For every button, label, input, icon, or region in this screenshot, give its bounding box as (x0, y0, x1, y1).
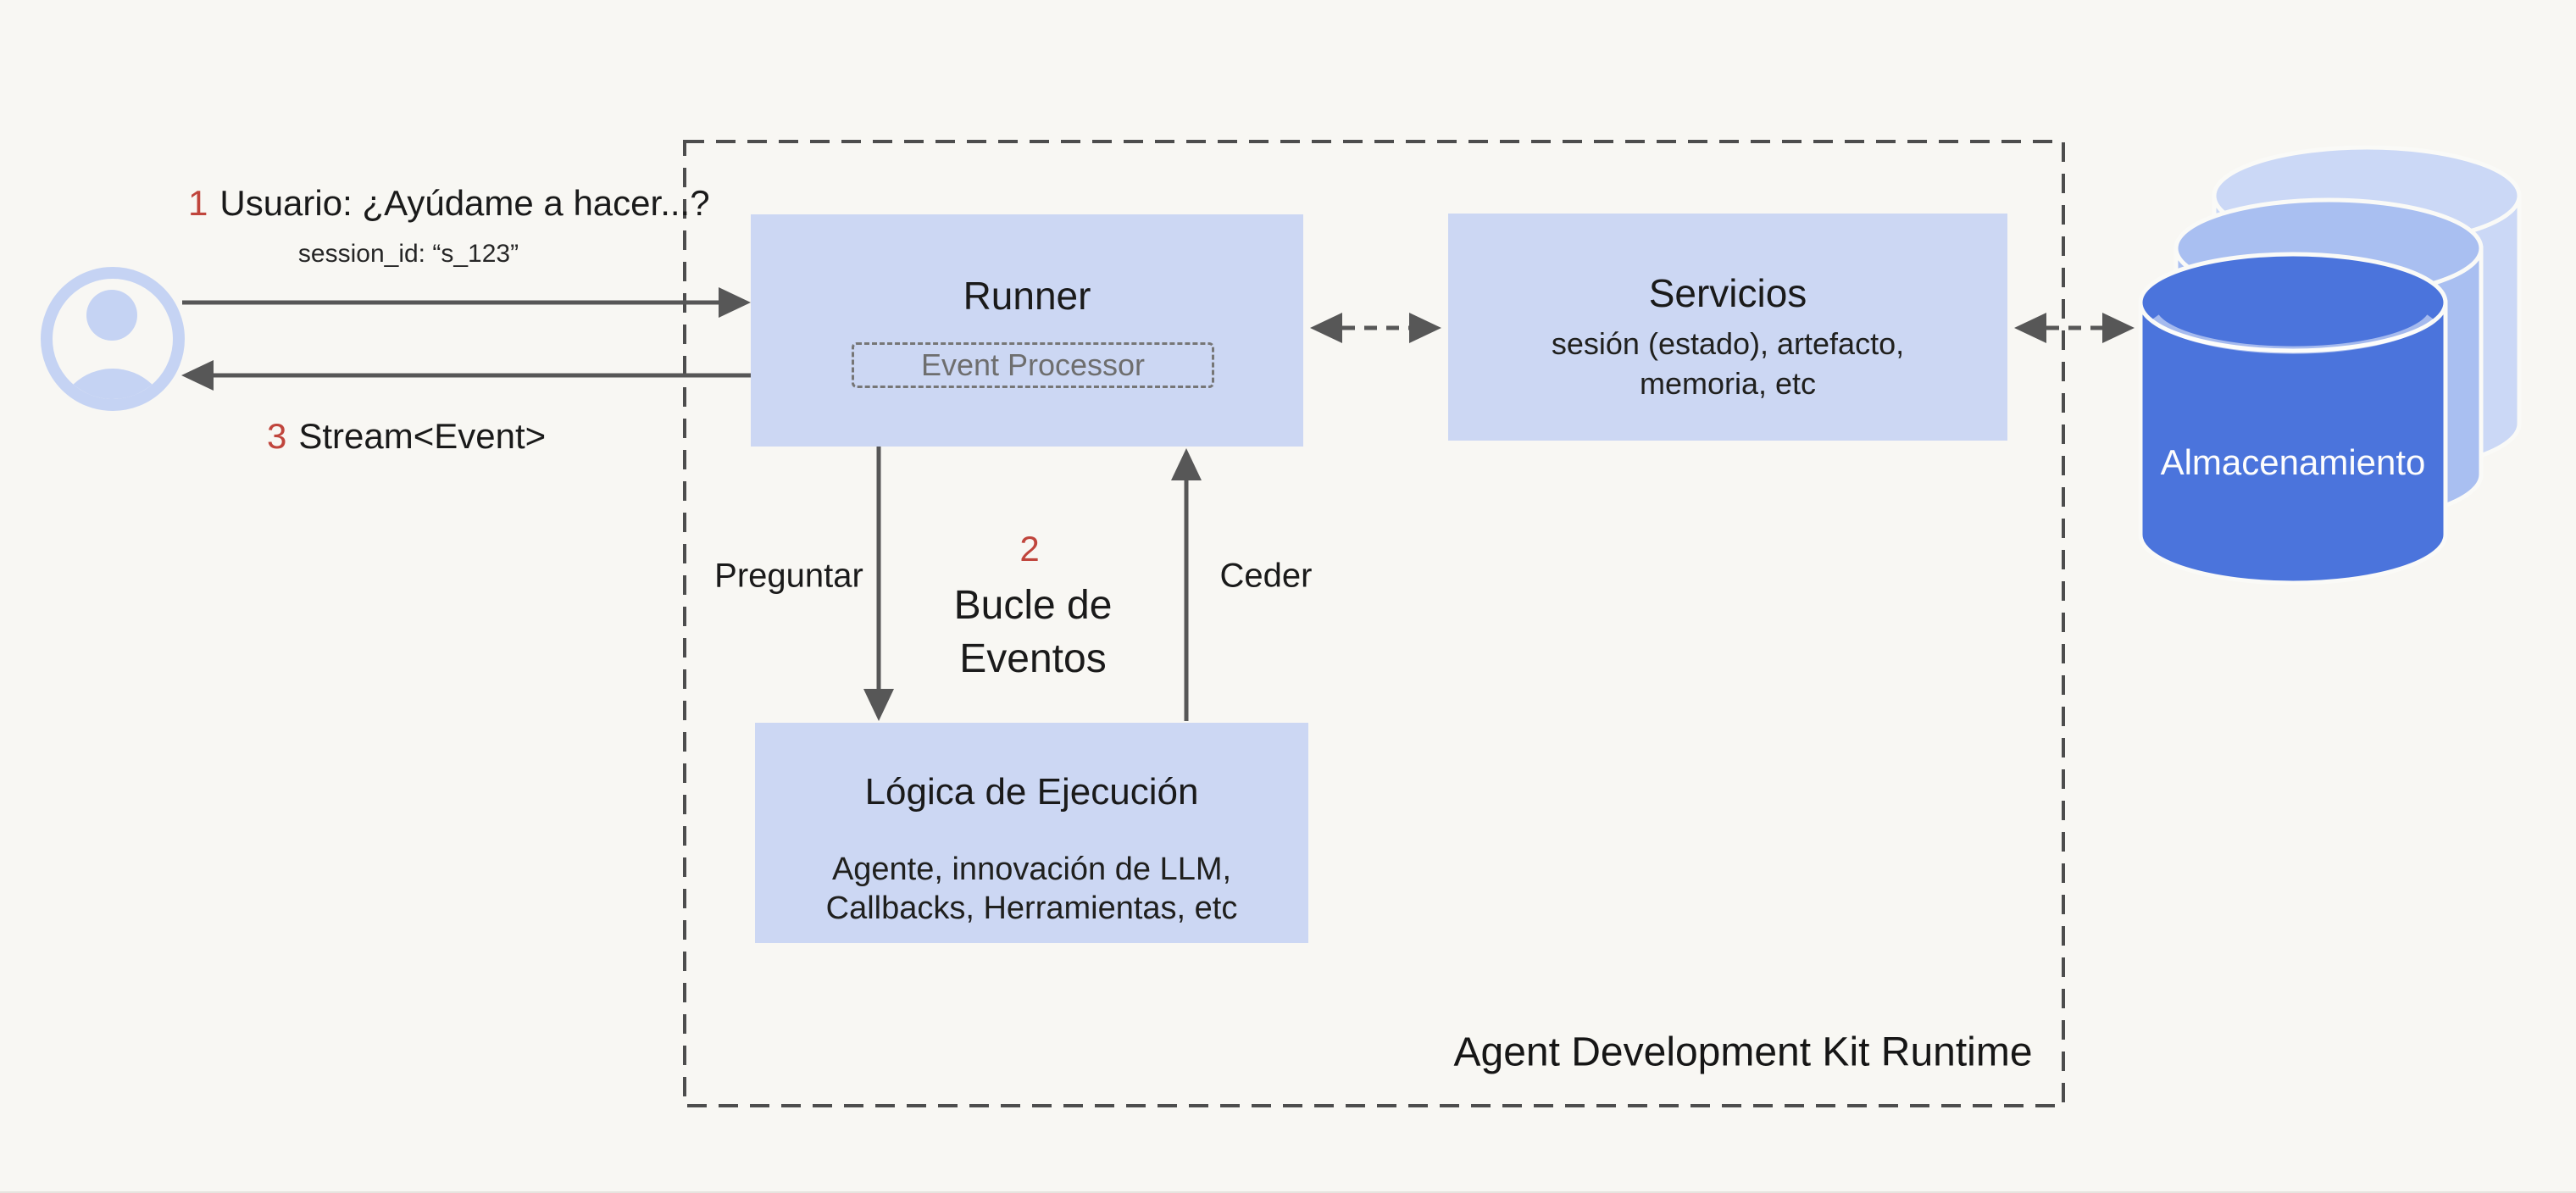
step3-number: 3 (267, 416, 287, 456)
step3-text: Stream<Event> (298, 416, 547, 456)
ask-arrow (863, 447, 894, 721)
services-detail-line2: memoria, etc (1639, 366, 1817, 401)
event-processor-label: Event Processor (920, 347, 1146, 382)
services-detail-line1: sesión (estado), artefacto, (1551, 326, 1905, 361)
step3-stream-message: 3 Stream<Event> (267, 416, 546, 457)
services-detail: sesión (estado), artefacto, memoria, etc (1448, 324, 2007, 403)
yield-arrow (1171, 448, 1202, 721)
services-storage-arrow (2014, 313, 2135, 343)
event-stream-arrow (181, 360, 751, 391)
yield-arrow-label: Ceder (1219, 557, 1313, 595)
execution-logic-detail: Agente, innovación de LLM, Callbacks, He… (755, 850, 1308, 928)
services-box: Servicios sesión (estado), artefacto, me… (1448, 214, 2007, 441)
runtime-caption: Agent Development Kit Runtime (1453, 1029, 2033, 1075)
storage-database-icon (2138, 145, 2522, 585)
execution-logic-title: Lógica de Ejecución (864, 771, 1199, 813)
ask-arrow-label: Preguntar (714, 557, 863, 595)
runner-title: Runner (963, 274, 1091, 318)
runtime-boundary (683, 140, 2065, 1107)
user-request-arrow (182, 287, 751, 318)
event-loop-title: Bucle de Eventos (954, 579, 1113, 685)
step1-number: 1 (188, 183, 208, 223)
execution-logic-line1: Agente, innovación de LLM, (831, 852, 1232, 887)
event-processor-box: Event Processor (852, 342, 1214, 388)
services-title: Servicios (1648, 271, 1807, 315)
user-avatar-icon (41, 267, 185, 411)
step1-user-message: 1 Usuario: ¿Ayúdame a hacer...? (188, 183, 710, 224)
step2-number: 2 (1019, 529, 1040, 569)
session-id-label: session_id: “s_123” (297, 240, 519, 268)
storage-caption: Almacenamiento (2160, 442, 2426, 482)
step1-text: Usuario: ¿Ayúdame a hacer...? (219, 183, 710, 223)
execution-logic-line2: Callbacks, Herramientas, etc (825, 891, 1238, 926)
runner-services-arrow (1310, 313, 1441, 343)
event-loop-title-line1: Bucle de (953, 583, 1113, 628)
runner-box: Runner (751, 214, 1303, 447)
event-loop-title-line2: Eventos (959, 636, 1107, 681)
execution-logic-box: Lógica de Ejecución Agente, innovación d… (755, 723, 1308, 943)
